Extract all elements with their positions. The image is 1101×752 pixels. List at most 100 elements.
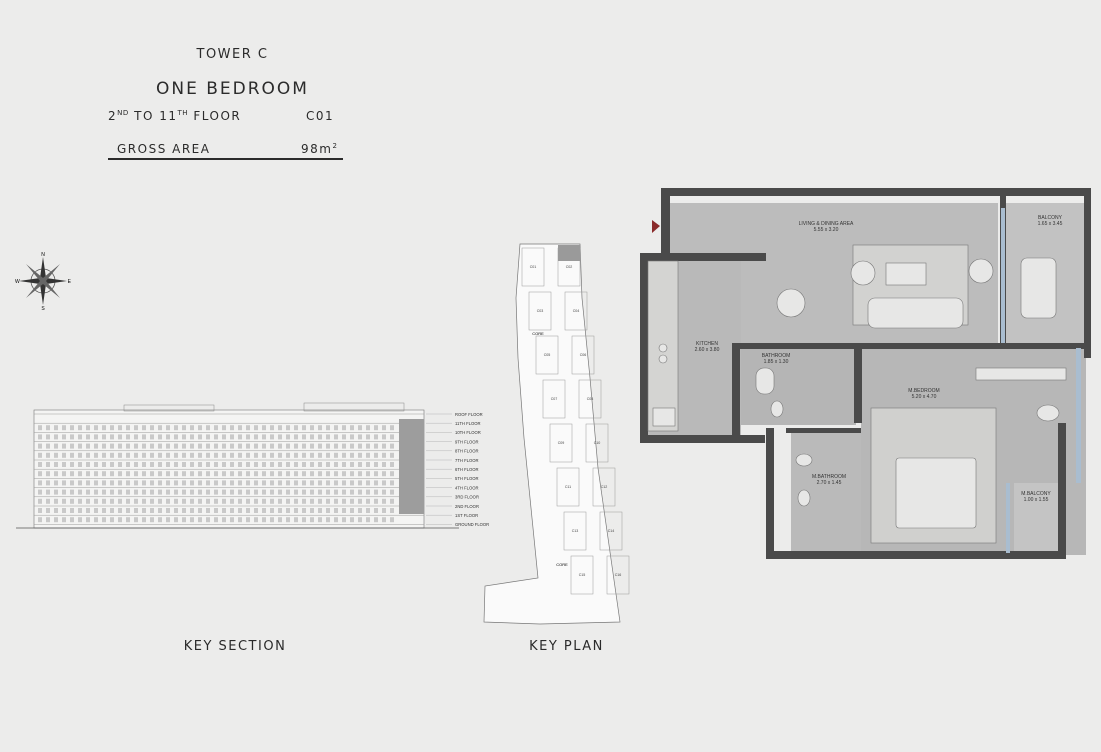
elevation-window — [198, 452, 202, 458]
elevation-window — [278, 480, 282, 486]
elevation-window — [86, 498, 90, 504]
elevation-window — [214, 517, 218, 523]
elevation-window — [254, 517, 258, 523]
elevation-window — [198, 425, 202, 431]
elevation-window — [182, 480, 186, 486]
living-dining-label: LIVING & DINING AREA — [799, 221, 854, 227]
elevation-window — [134, 517, 138, 523]
key-plan-unit-label: C13 — [572, 529, 579, 533]
elevation-window — [262, 452, 266, 458]
elevation-window — [390, 498, 394, 504]
elevation-window — [110, 425, 114, 431]
elevation-window — [366, 452, 370, 458]
floor-to: TO 11 — [134, 109, 178, 123]
elevation-window — [294, 425, 298, 431]
elevation-window — [62, 498, 66, 504]
elevation-window — [326, 498, 330, 504]
elevation-window — [310, 443, 314, 449]
elevation-window — [102, 452, 106, 458]
floor-label: 6TH FLOOR — [455, 467, 479, 472]
elevation-window — [46, 471, 50, 477]
elevation-window — [246, 443, 250, 449]
elevation-window — [294, 480, 298, 486]
elevation-window — [70, 425, 74, 431]
elevation-window — [54, 517, 58, 523]
elevation-window — [310, 517, 314, 523]
compass-west: W — [15, 279, 20, 285]
elevation-window — [94, 425, 98, 431]
elevation-window — [342, 471, 346, 477]
elevation-window — [238, 425, 242, 431]
elevation-window — [318, 434, 322, 440]
floor-label: 8TH FLOOR — [455, 449, 479, 454]
elevation-window — [150, 452, 154, 458]
elevation-window — [382, 508, 386, 513]
key-plan-unit-cell — [571, 335, 595, 375]
elevation-window — [246, 462, 250, 467]
key-plan-unit-label: C12 — [601, 485, 608, 489]
elevation-window — [78, 434, 82, 440]
elevation-window — [302, 517, 306, 523]
floor-suffix: FLOOR — [193, 109, 242, 123]
elevation-window — [358, 462, 362, 467]
elevation-window — [350, 452, 354, 458]
key-plan-unit-label: C09 — [558, 441, 565, 445]
elevation-window — [238, 480, 242, 486]
elevation-window — [222, 498, 226, 504]
elevation-window — [302, 508, 306, 513]
tower-label: TOWER C — [196, 47, 269, 62]
elevation-window — [198, 489, 202, 495]
elevation-window — [342, 434, 346, 440]
elevation-window — [390, 517, 394, 523]
elevation-window — [222, 434, 226, 440]
elevation-window — [110, 498, 114, 504]
elevation-window — [310, 480, 314, 486]
elevation-window — [86, 480, 90, 486]
elevation-window — [350, 508, 354, 513]
elevation-window — [254, 508, 258, 513]
elevation-window — [262, 462, 266, 467]
floor-label: GROUND FLOOR — [455, 522, 489, 527]
key-plan-unit-label: C02 — [566, 265, 573, 269]
elevation-window — [238, 462, 242, 467]
elevation-window — [374, 462, 378, 467]
elevation-window — [190, 471, 194, 477]
elevation-window — [126, 508, 130, 513]
glazing — [1001, 208, 1081, 553]
elevation-window — [294, 434, 298, 440]
elevation-window — [206, 489, 210, 495]
elevation-window — [382, 489, 386, 495]
elevation-window — [246, 498, 250, 504]
elevation-window — [158, 452, 162, 458]
elevation-window — [118, 462, 122, 467]
elevation-window — [102, 434, 106, 440]
key-plan-unit-label: C01 — [530, 265, 537, 269]
elevation-window — [382, 471, 386, 477]
elevation-window — [86, 443, 90, 449]
elevation-window — [62, 517, 66, 523]
gross-area-value: 98m2 — [301, 142, 338, 156]
elevation-window — [102, 462, 106, 467]
elevation-window — [134, 508, 138, 513]
elevation-window — [270, 508, 274, 513]
key-plan-unit-cell — [563, 511, 587, 551]
elevation-window — [294, 508, 298, 513]
elevation-window — [102, 480, 106, 486]
elevation-window — [390, 443, 394, 449]
floor-from: 2 — [108, 109, 118, 123]
elevation-window — [78, 471, 82, 477]
elevation-window — [214, 489, 218, 495]
elevation-window — [102, 425, 106, 431]
elevation-window — [126, 443, 130, 449]
elevation-window — [342, 480, 346, 486]
elevation-window — [190, 508, 194, 513]
elevation-window — [150, 480, 154, 486]
elevation-window — [334, 462, 338, 467]
elevation-window — [390, 471, 394, 477]
elevation-window — [222, 443, 226, 449]
elevation-window — [94, 508, 98, 513]
elevation-window — [270, 443, 274, 449]
elevation-window — [158, 425, 162, 431]
elevation-window — [38, 434, 42, 440]
elevation-window — [78, 508, 82, 513]
